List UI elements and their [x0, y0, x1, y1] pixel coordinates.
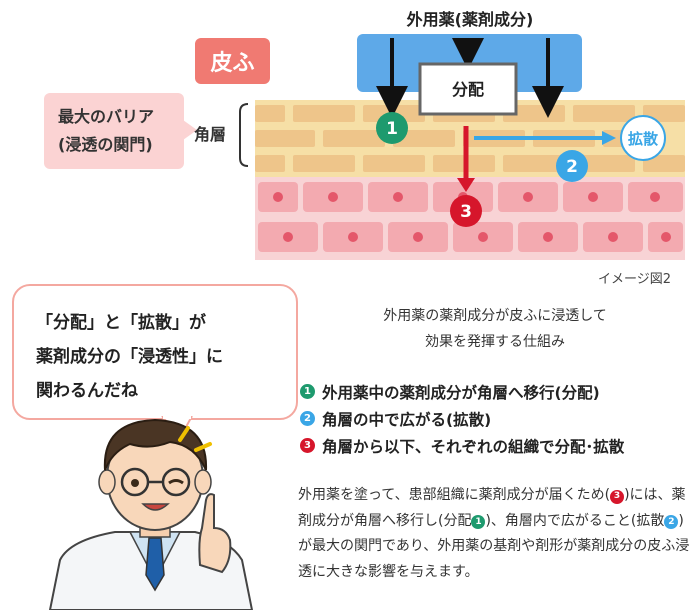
desc-part-3: )、角層内で広がること(拡散 — [485, 512, 665, 529]
marker-1-label: 1 — [386, 119, 398, 139]
step-3-text: 角層から以下、それぞれの組織で分配･拡散 — [322, 437, 625, 456]
drug-title: 外用薬(薬剤成分) — [406, 10, 534, 29]
desc-part-2: )には、薬剤成分が角層へ移行し(分配 — [298, 487, 686, 529]
skin-badge: 皮ふ — [195, 38, 270, 84]
barrier-line-1: 最大のバリア — [58, 107, 155, 126]
step-item: 1 外用薬中の薬剤成分が角層へ移行(分配) — [300, 378, 695, 405]
marker-2-circle — [556, 150, 588, 182]
step-2-number: 2 — [300, 411, 315, 426]
step-1-number: 1 — [300, 384, 315, 399]
figure-caption: イメージ図2 — [598, 272, 672, 287]
partition-label: 分配 — [452, 80, 484, 99]
marker-2-label: 2 — [566, 157, 578, 177]
description-paragraph: 外用薬を塗って、患部組織に薬剤成分が届くため(3)には、薬剤成分が角層へ移行し(… — [298, 483, 690, 585]
step-list: 1 外用薬中の薬剤成分が角層へ移行(分配) 2 角層の中で広がる(拡散) 3 角… — [300, 378, 695, 459]
step-item: 3 角層から以下、それぞれの組織で分配･拡散 — [300, 432, 695, 459]
barrier-callout-tail — [183, 120, 197, 140]
speech-text: 「分配」と「拡散」が 薬剤成分の「浸透性」に 関わるんだね — [36, 306, 286, 408]
diffusion-label: 拡散 — [628, 130, 659, 148]
intro-line-2: 効果を発揮する仕組み — [425, 334, 565, 350]
desc-marker-1: 1 — [471, 515, 486, 530]
desc-marker-2: 2 — [664, 515, 679, 530]
partition-box — [418, 62, 518, 116]
diffusion-circle — [620, 115, 666, 161]
blue-arrow — [474, 131, 616, 145]
penetration-arrows — [376, 38, 564, 118]
speech-line-2: 薬剤成分の「浸透性」に — [36, 347, 223, 367]
speech-line-1: 「分配」と「拡散」が — [36, 313, 206, 333]
doctor-illustration — [48, 418, 254, 610]
step-item: 2 角層の中で広がる(拡散) — [300, 405, 695, 432]
barrier-callout: 最大のバリア (浸透の関門) — [44, 93, 184, 169]
desc-part-1: 外用薬を塗って、患部組織に薬剤成分が届くため( — [298, 487, 611, 503]
corneum-label: 角層 — [194, 125, 227, 144]
intro-text: 外用薬の薬剤成分が皮ふに浸透して 効果を発揮する仕組み — [300, 303, 690, 355]
corneum-bracket — [239, 103, 249, 167]
marker-3-label: 3 — [460, 202, 472, 222]
speech-line-3: 関わるんだね — [36, 381, 138, 401]
step-3-number: 3 — [300, 438, 315, 453]
barrier-line-2: (浸透の関門) — [58, 135, 153, 154]
red-arrow — [457, 126, 475, 192]
marker-1-circle — [376, 112, 408, 144]
desc-part-4: )が最大の関門であり、外用薬の基剤や剤形が薬剤成分の皮ふ浸透に大きな影響を与えま… — [298, 512, 690, 580]
desc-marker-3: 3 — [610, 489, 625, 504]
step-2-text: 角層の中で広がる(拡散) — [322, 410, 492, 429]
speech-bubble — [12, 284, 298, 420]
marker-3-circle — [450, 195, 482, 227]
step-1-text: 外用薬中の薬剤成分が角層へ移行(分配) — [322, 383, 600, 402]
intro-line-1: 外用薬の薬剤成分が皮ふに浸透して — [383, 308, 607, 324]
skin-penetration-diagram: 分配 拡散 1 2 3 — [239, 34, 685, 260]
